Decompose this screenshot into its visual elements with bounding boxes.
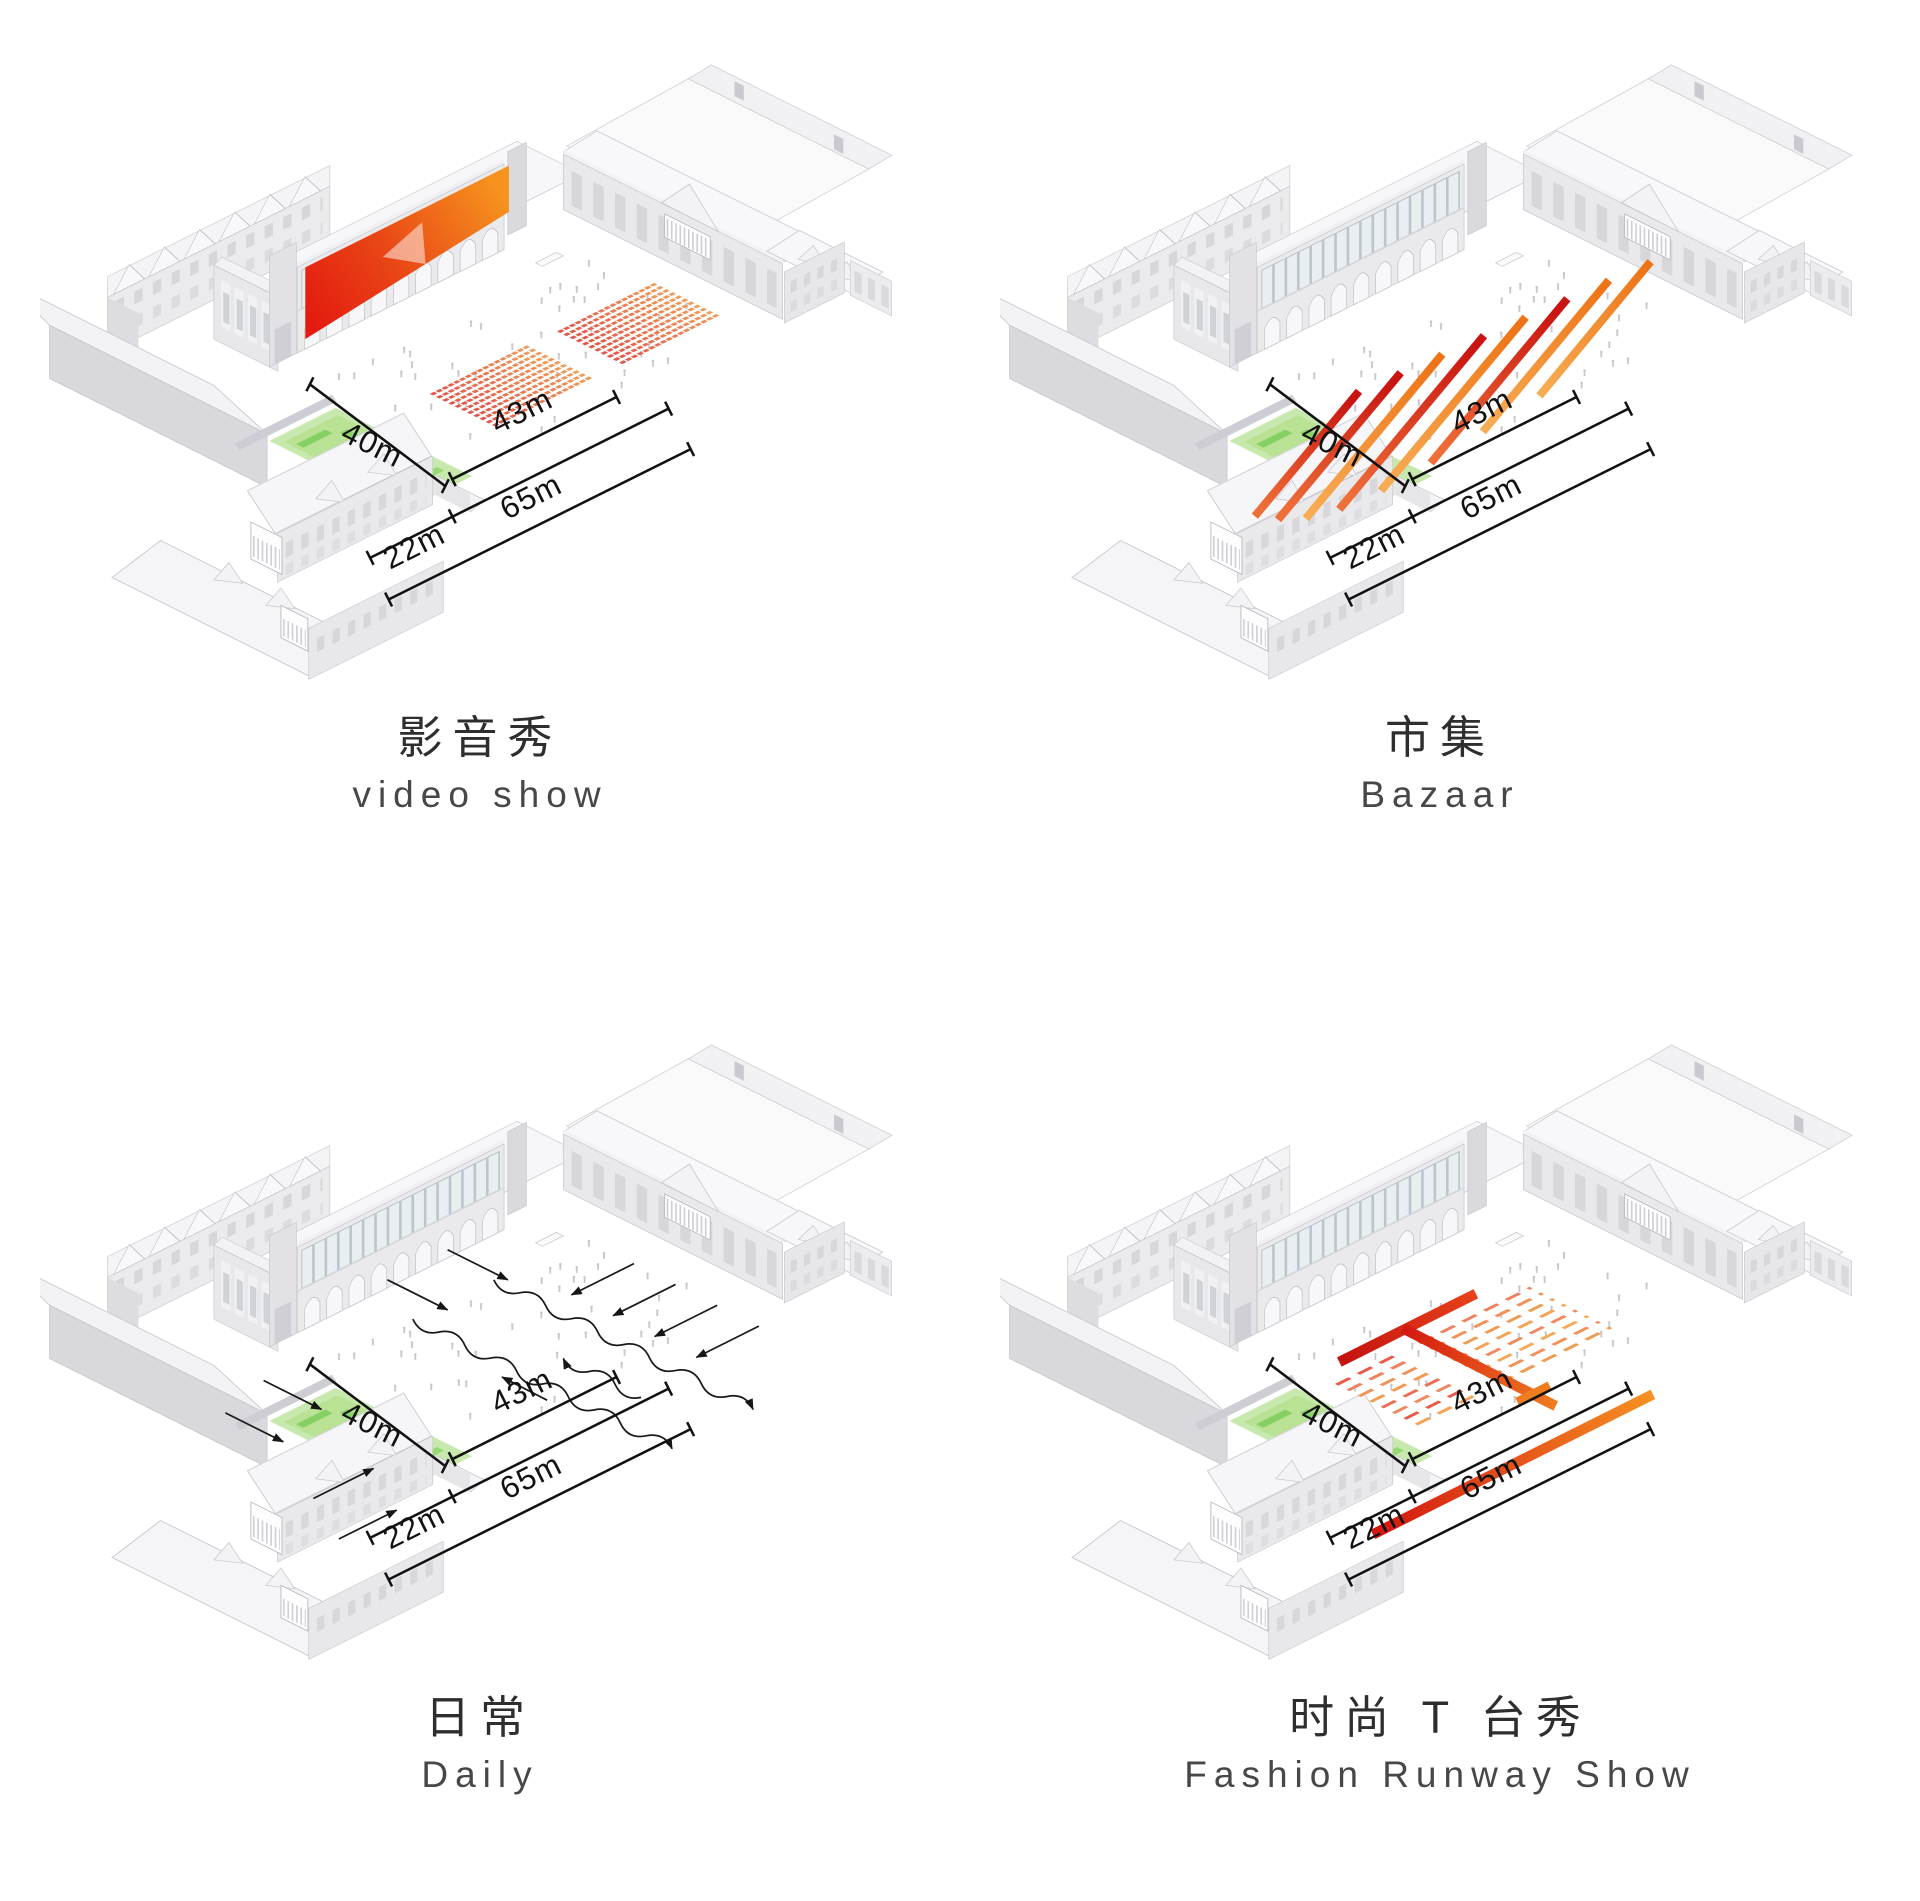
- title-en: Bazaar: [1360, 774, 1520, 816]
- market-stall: [1302, 351, 1446, 522]
- overlay-video-show: [305, 165, 719, 426]
- panel-daily: 日常 Daily: [0, 950, 960, 1901]
- movement-wave-path: [562, 1357, 642, 1399]
- panel-fashion-runway: 时尚 T 台秀 Fashion Runway Show: [960, 950, 1920, 1901]
- overlay-bazaar: [1251, 259, 1654, 523]
- market-stall: [1536, 259, 1654, 399]
- caption-fashion-runway: 时尚 T 台秀 Fashion Runway Show: [1184, 1690, 1695, 1799]
- entry-arrow: [387, 1279, 449, 1311]
- market-stall: [1479, 277, 1613, 435]
- market-stall: [1251, 388, 1363, 519]
- entry-arrow: [447, 1248, 509, 1281]
- title-en: Daily: [421, 1754, 539, 1796]
- entry-arrow: [612, 1283, 676, 1317]
- title-zh: 影音秀: [397, 712, 563, 763]
- entry-arrow: [225, 1412, 285, 1443]
- runway-cross-tick: [1515, 1381, 1552, 1405]
- axonometric-video-show: [40, 36, 920, 684]
- market-stall: [1377, 314, 1529, 494]
- axonometric-fashion-runway: [1000, 1016, 1880, 1664]
- caption-bazaar: 市集 Bazaar: [1360, 710, 1519, 819]
- projection-beam: [382, 222, 426, 264]
- entry-arrow: [338, 1509, 398, 1540]
- entry-arrow: [263, 1379, 323, 1411]
- entry-arrow: [695, 1325, 760, 1359]
- title-en: video show: [352, 774, 608, 816]
- title-en: Fashion Runway Show: [1184, 1754, 1696, 1796]
- panel-video-show: 影音秀 video show: [0, 0, 960, 950]
- market-stall: [1336, 333, 1488, 512]
- entry-arrow: [570, 1262, 635, 1296]
- title-zh: 市集: [1384, 712, 1495, 763]
- panel-bazaar: 市集 Bazaar: [960, 0, 1920, 950]
- title-zh: 日常: [424, 1692, 535, 1743]
- runway-stem: [1400, 1323, 1559, 1411]
- movement-wave-path: [493, 1279, 754, 1411]
- title-zh: 时尚 T 台秀: [1289, 1692, 1591, 1743]
- entry-arrow: [653, 1304, 718, 1338]
- caption-video-show: 影音秀 video show: [352, 710, 607, 819]
- seating-block-right: [559, 283, 719, 363]
- caption-daily: 日常 Daily: [421, 1690, 538, 1799]
- axonometric-bazaar: [1000, 36, 1880, 684]
- entry-arrow: [312, 1467, 375, 1500]
- axonometric-daily: [40, 1016, 920, 1664]
